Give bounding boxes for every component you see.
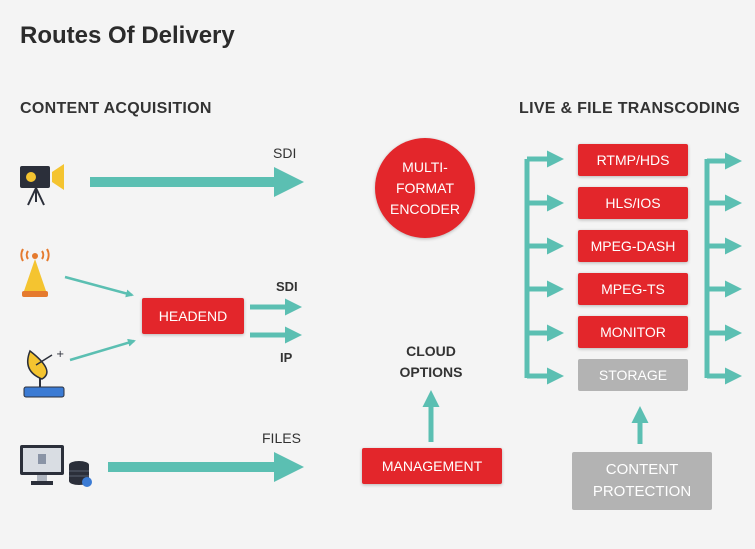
format-output-bracket	[704, 152, 742, 385]
section-content-acquisition: CONTENT ACQUISITION	[20, 100, 212, 117]
format-mpeg-dash: MPEG-DASH	[578, 230, 688, 262]
headend-ip-label: IP	[280, 350, 293, 365]
headend-node: HEADEND	[142, 298, 244, 334]
section-live-file-transcoding: LIVE & FILE TRANSCODING	[519, 100, 741, 117]
multi-format-encoder-node: MULTI- FORMAT ENCODER	[375, 138, 475, 238]
video-camera-icon	[20, 164, 64, 206]
antenna-to-headend-arrow	[64, 275, 134, 298]
headend-sdi-label: SDI	[276, 279, 298, 294]
antenna-tower-icon	[20, 248, 50, 297]
sdi-label: SDI	[273, 145, 297, 161]
page-title: Routes Of Delivery	[20, 22, 235, 49]
files-label: FILES	[262, 430, 301, 446]
satellite-to-headend-arrow	[69, 338, 136, 362]
format-monitor: MONITOR	[578, 316, 688, 348]
format-rtmp-hds: RTMP/HDS	[578, 144, 688, 176]
format-mpeg-ts: MPEG-TS	[578, 273, 688, 305]
cloud-options-label: CLOUD OPTIONS	[399, 343, 463, 380]
format-input-bracket	[524, 150, 564, 385]
svg-text:+: +	[56, 349, 64, 360]
computer-monitor-icon	[20, 445, 64, 485]
database-icon	[69, 461, 92, 487]
content-protection-node: CONTENT PROTECTION	[572, 452, 712, 510]
format-hls-ios: HLS/IOS	[578, 187, 688, 219]
format-storage: STORAGE	[578, 359, 688, 391]
satellite-dish-icon: +	[23, 349, 65, 398]
management-node: MANAGEMENT	[362, 448, 502, 484]
